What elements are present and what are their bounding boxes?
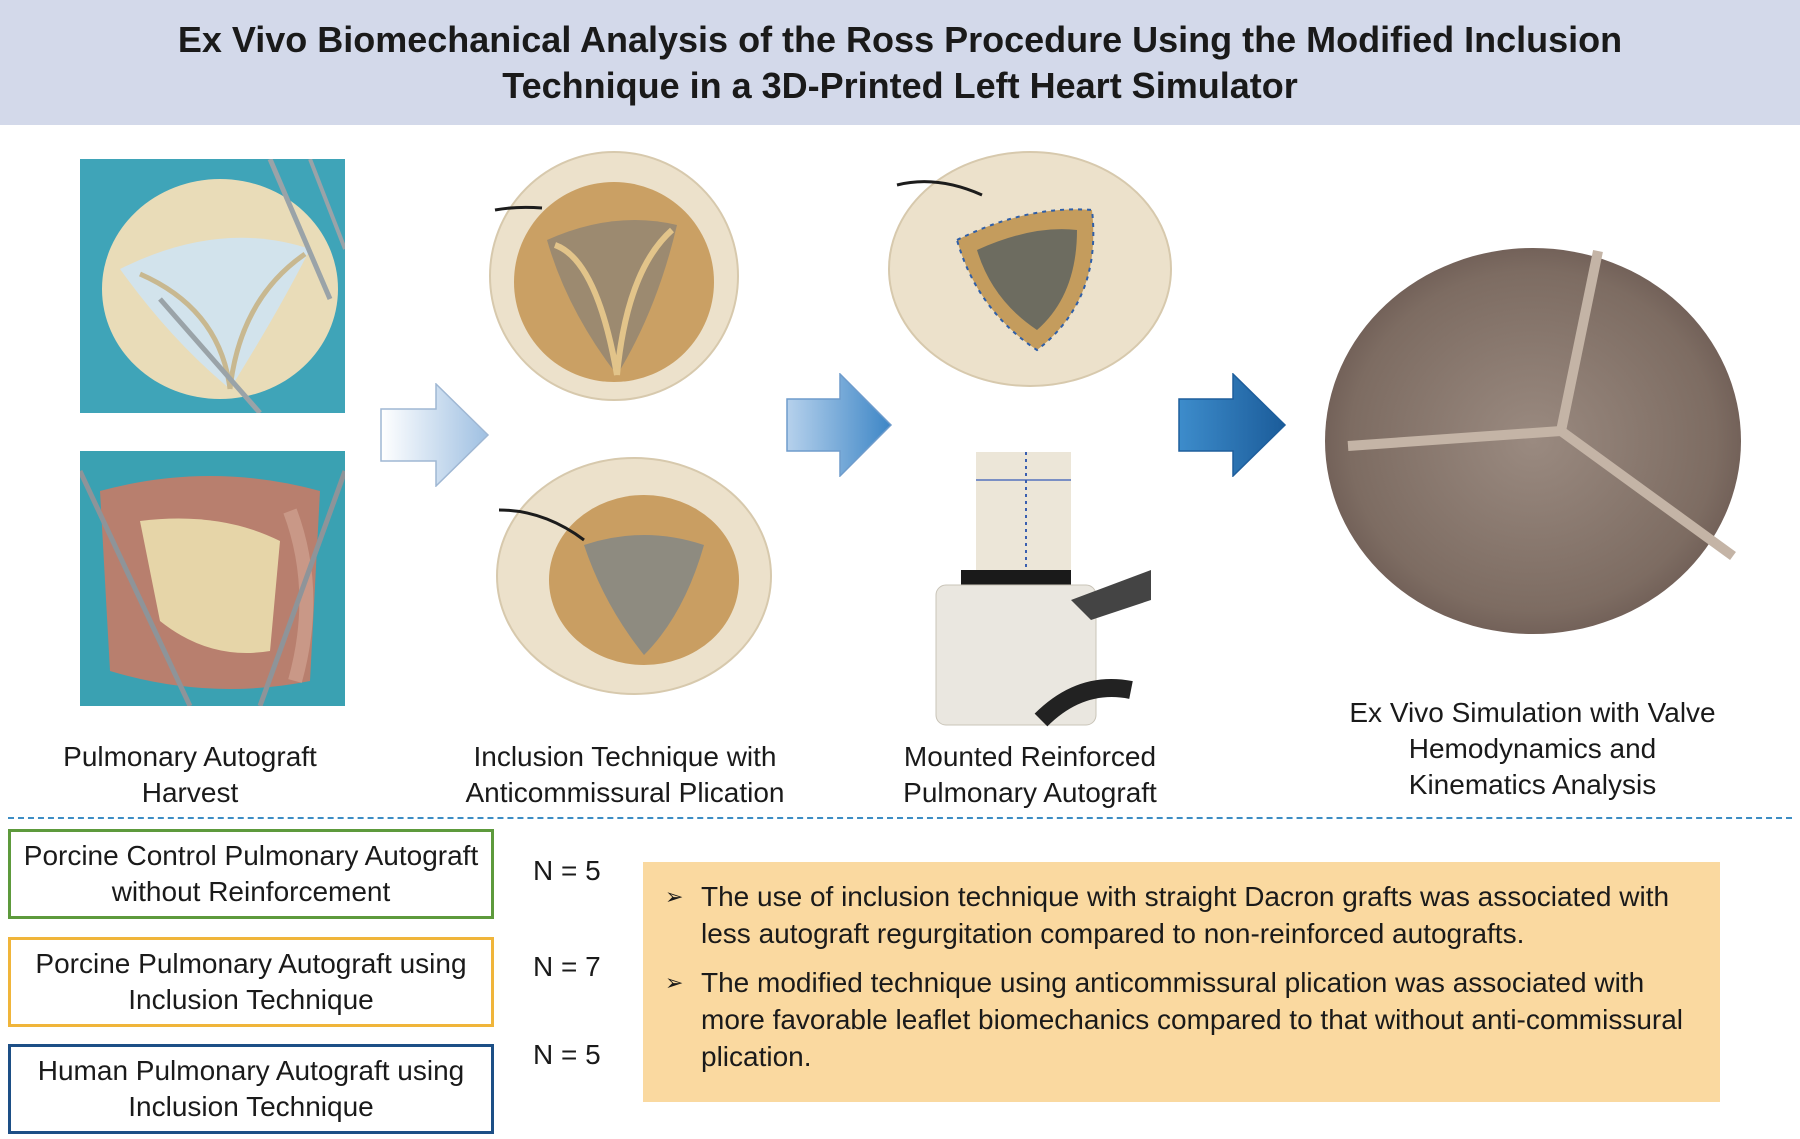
findings-box: ➢ The use of inclusion technique with st…	[643, 862, 1720, 1102]
group-n-porcine-inclusion: N = 7	[533, 951, 601, 982]
harvest-photo-bottom	[80, 451, 345, 706]
ex-vivo-valve-photo	[1323, 246, 1743, 636]
finding-text: The modified technique using anticommiss…	[701, 967, 1684, 1072]
arrow-bullet-icon: ➢	[665, 884, 684, 909]
inclusion-photo-top	[487, 150, 742, 402]
section-divider	[8, 817, 1792, 819]
title-bar: Ex Vivo Biomechanical Analysis of the Ro…	[0, 0, 1800, 125]
finding-text: The use of inclusion technique with stra…	[701, 881, 1670, 949]
step-caption-mounted: Mounted Reinforced Pulmonary Autograft	[903, 741, 1157, 808]
group-label: Porcine Pulmonary Autograft using Inclus…	[35, 948, 467, 1015]
group-n-porcine-control: N = 5	[533, 855, 601, 886]
group-box-porcine-control: Porcine Control Pulmonary Autograft with…	[8, 829, 494, 919]
finding-item: ➢ The use of inclusion technique with st…	[665, 878, 1690, 952]
harvest-photo-top	[80, 159, 345, 413]
finding-item: ➢ The modified technique using anticommi…	[665, 964, 1690, 1075]
group-box-human-inclusion: Human Pulmonary Autograft using Inclusio…	[8, 1044, 494, 1134]
step-caption-harvest: Pulmonary Autograft Harvest	[63, 741, 317, 808]
arrow-3	[1178, 372, 1287, 478]
step-caption-simulation: Ex Vivo Simulation with Valve Hemodynami…	[1349, 697, 1716, 800]
arrow-1	[380, 382, 490, 488]
inclusion-photo-bottom	[494, 455, 774, 697]
mounted-photo-top	[887, 150, 1174, 389]
figure-title: Ex Vivo Biomechanical Analysis of the Ro…	[177, 18, 1623, 106]
arrow-2	[786, 372, 893, 478]
arrow-bullet-icon: ➢	[665, 970, 684, 995]
group-label: Human Pulmonary Autograft using Inclusio…	[37, 1055, 465, 1122]
group-label: Porcine Control Pulmonary Autograft with…	[23, 840, 479, 907]
group-n-human-inclusion: N = 5	[533, 1039, 601, 1070]
step-caption-inclusion: Inclusion Technique with Anticommissural…	[465, 741, 785, 808]
mounted-simulator-photo	[921, 450, 1151, 732]
group-box-porcine-inclusion: Porcine Pulmonary Autograft using Inclus…	[8, 937, 494, 1027]
